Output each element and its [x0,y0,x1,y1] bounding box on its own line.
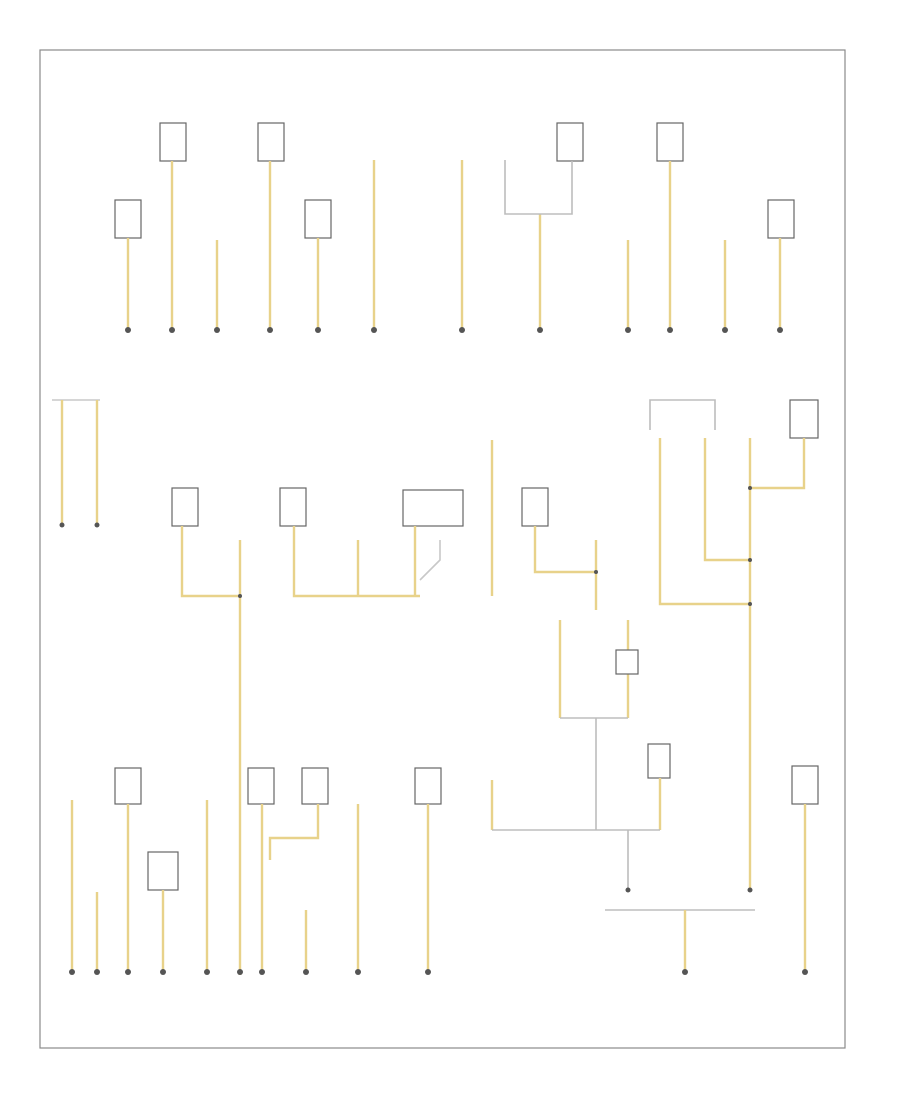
component-box [304,199,332,239]
ground-terminal [594,570,598,574]
ground-terminal [748,602,752,606]
component-box [656,122,684,162]
diagram-frame [39,49,846,1049]
ground-terminal [238,594,242,598]
component-box [414,767,442,805]
ground-terminal [94,969,100,975]
ground-terminal [371,327,377,333]
ground-terminal [125,327,131,333]
ground-terminal [237,969,243,975]
middle-section [52,399,819,975]
ground-terminal [537,327,543,333]
ground-terminal [259,969,265,975]
top-row-grounds [114,122,795,333]
ground-terminal [69,969,75,975]
component-box [521,487,549,527]
ground-terminal [777,327,783,333]
component-box [402,489,464,527]
ground-terminal [747,887,753,893]
ground-terminal [625,887,631,893]
ground-terminal [748,558,752,562]
component-box [171,487,199,527]
component-box [159,122,187,162]
ground-terminal [682,969,688,975]
component-box [791,765,819,805]
ground-terminal [667,327,673,333]
ground-terminal [625,327,631,333]
ground-terminal [214,327,220,333]
component-box [647,743,671,779]
component-box [147,851,179,891]
component-box [789,399,819,439]
component-box [257,122,285,162]
ground-terminal [59,522,65,528]
ground-terminal [160,969,166,975]
ground-terminal [94,522,100,528]
component-box [301,767,329,805]
ground-terminal [169,327,175,333]
ground-terminal [425,969,431,975]
ground-terminal [355,969,361,975]
ground-terminal [125,969,131,975]
ground-terminal [748,486,752,490]
ground-terminal [722,327,728,333]
component-box [114,199,142,239]
ground-terminal [802,969,808,975]
ground-terminal [315,327,321,333]
component-box [114,767,142,805]
ground-terminal [303,969,309,975]
ground-terminal [267,327,273,333]
component-box [247,767,275,805]
component-box [767,199,795,239]
bottom-row-grounds [69,743,819,975]
ground-terminal [204,969,210,975]
ground-terminal [459,327,465,333]
component-box [279,487,307,527]
component-box [615,649,639,675]
component-box [556,122,584,162]
